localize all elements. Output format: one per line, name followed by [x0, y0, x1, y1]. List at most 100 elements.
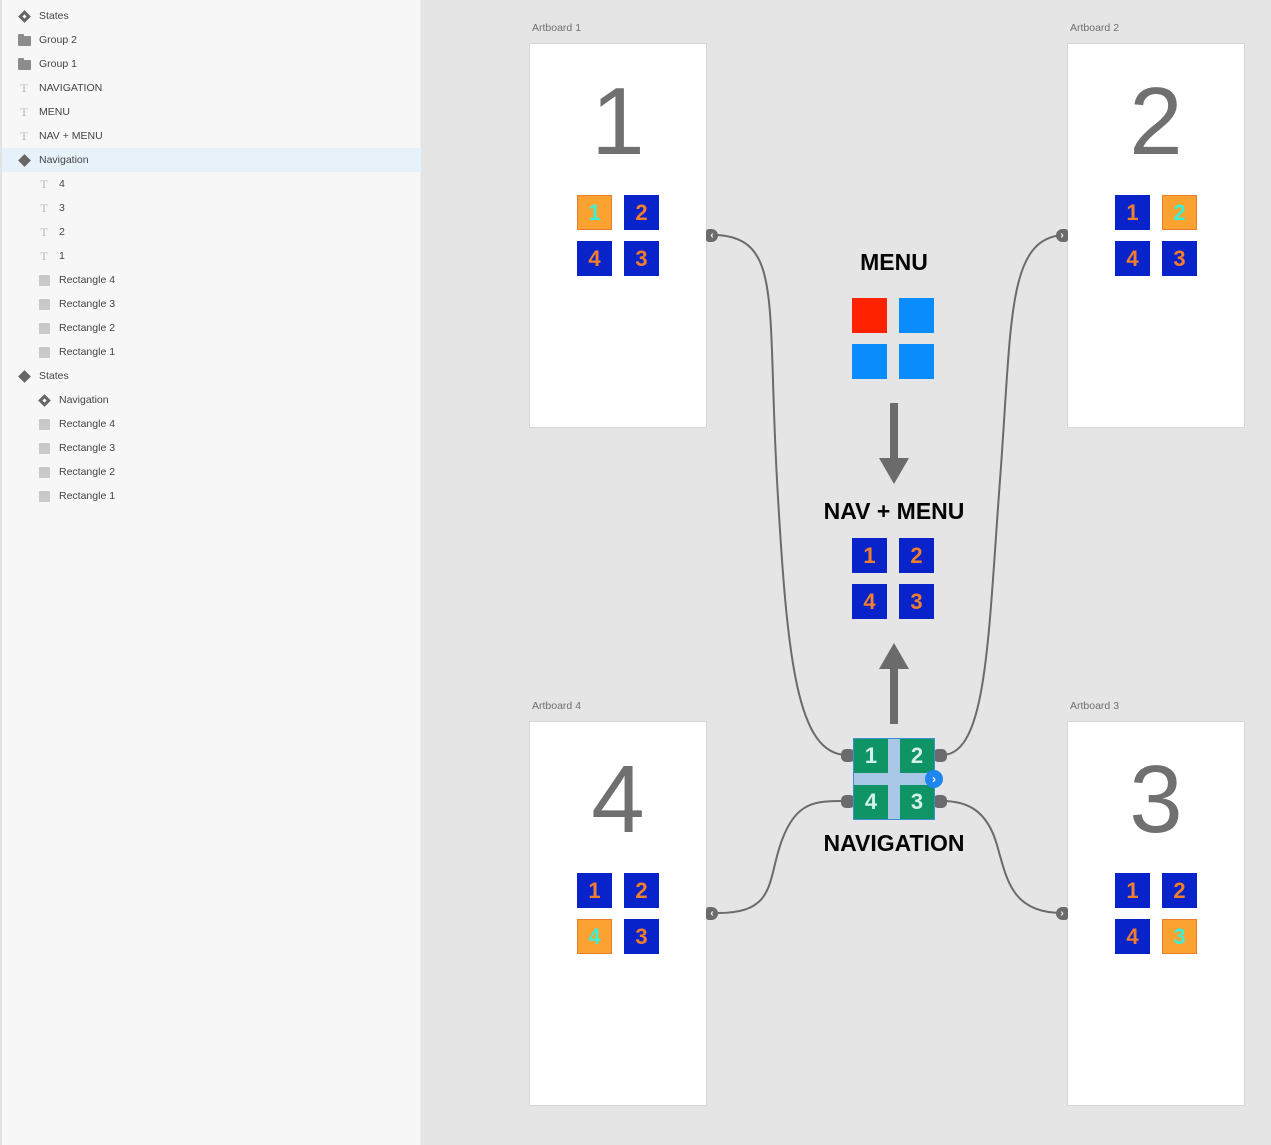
arrow-up-shaft — [890, 668, 898, 724]
layer-label: Rectangle 4 — [59, 274, 116, 286]
nav-tile-3: 3 — [624, 241, 659, 276]
menu-tile-1 — [852, 298, 887, 333]
symbol-outline-icon — [17, 9, 31, 23]
layer-item[interactable]: T NAV + MENU — [2, 124, 421, 148]
artboard-label[interactable]: Artboard 1 — [532, 22, 582, 34]
navigation-tile-1[interactable]: 1 — [854, 739, 888, 773]
text-icon: T — [40, 200, 48, 215]
nav-menu-tile-1: 1 — [852, 538, 887, 573]
layer-label: Rectangle 2 — [59, 466, 116, 478]
hotspot-port-2[interactable] — [933, 749, 947, 762]
chevron-right-icon[interactable]: › — [925, 770, 943, 788]
nav-tile-4: 4 — [577, 241, 612, 276]
text-icon: T — [40, 224, 48, 239]
navigation-component[interactable]: 1 2 4 3 — [853, 738, 935, 820]
artboard-label[interactable]: Artboard 2 — [1070, 22, 1120, 34]
navigation-tile-4[interactable]: 4 — [854, 785, 888, 819]
artboard-label[interactable]: Artboard 3 — [1070, 700, 1120, 712]
chevron-right-icon[interactable]: › — [1056, 229, 1068, 242]
menu-tile-4 — [852, 344, 887, 379]
nav-menu-tile-2: 2 — [899, 538, 934, 573]
folder-icon — [17, 57, 31, 71]
layer-item[interactable]: Navigation — [2, 388, 421, 412]
text-icon: T — [40, 176, 48, 191]
layer-item[interactable]: Rectangle 1 — [2, 340, 421, 364]
layer-item[interactable]: Rectangle 3 — [2, 292, 421, 316]
artboard-label[interactable]: Artboard 4 — [532, 700, 582, 712]
layer-label: NAV + MENU — [39, 130, 103, 142]
nav-tile-3: 3 — [1162, 241, 1197, 276]
artboard-number: 1 — [591, 68, 645, 175]
menu-heading: MENU — [860, 249, 928, 275]
layer-item[interactable]: States — [2, 364, 421, 388]
layer-label: MENU — [39, 106, 70, 118]
chevron-right-icon[interactable]: › — [1056, 907, 1068, 920]
navigation-tile-2[interactable]: 2 — [900, 739, 934, 773]
layer-label: Rectangle 4 — [59, 418, 116, 430]
hotspot-port-1[interactable] — [841, 749, 855, 762]
nav-tile-2: 2 — [624, 873, 659, 908]
layer-item[interactable]: Rectangle 4 — [2, 412, 421, 436]
nav-tile-2: 2 — [1162, 195, 1197, 230]
layer-item[interactable]: States — [2, 4, 421, 28]
layer-item[interactable]: Rectangle 4 — [2, 268, 421, 292]
text-icon: T — [20, 80, 28, 95]
nav-tile-1: 1 — [1115, 195, 1150, 230]
navigation-tile-3[interactable]: 3 — [900, 785, 934, 819]
layer-label: Rectangle 1 — [59, 490, 116, 502]
layer-item[interactable]: Rectangle 3 — [2, 436, 421, 460]
nav-tile-4: 4 — [1115, 241, 1150, 276]
text-icon: T — [20, 128, 28, 143]
wire-to-artboard-1 — [717, 234, 848, 756]
layer-label: 4 — [59, 178, 65, 190]
menu-tile-3 — [899, 344, 934, 379]
nav-menu-tile-3: 3 — [899, 584, 934, 619]
layer-item[interactable]: Rectangle 2 — [2, 460, 421, 484]
layer-label: Rectangle 2 — [59, 322, 116, 334]
layer-label: Rectangle 1 — [59, 346, 116, 358]
rectangle-icon — [37, 417, 51, 431]
chevron-left-icon[interactable]: ‹ — [706, 229, 718, 242]
layer-label: NAVIGATION — [39, 82, 103, 94]
chevron-left-icon[interactable]: ‹ — [706, 907, 718, 920]
nav-menu-heading: NAV + MENU — [823, 498, 965, 524]
layer-item[interactable]: Group 1 — [2, 52, 421, 76]
arrow-up-head — [879, 643, 909, 669]
hotspot-port-3[interactable] — [933, 795, 947, 808]
rectangle-icon — [37, 297, 51, 311]
layer-label: Group 1 — [39, 58, 77, 70]
nav-tile-3: 3 — [1162, 919, 1197, 954]
layer-item[interactable]: Navigation — [2, 148, 421, 172]
rectangle-icon — [37, 273, 51, 287]
wire-to-artboard-2 — [941, 234, 1063, 756]
layer-item[interactable]: Rectangle 2 — [2, 316, 421, 340]
layer-item[interactable]: Group 2 — [2, 28, 421, 52]
symbol-outline-icon — [37, 393, 51, 407]
layer-label: 3 — [59, 202, 65, 214]
layer-item[interactable]: T NAVIGATION — [2, 76, 421, 100]
artboard-number: 2 — [1129, 68, 1183, 175]
layer-label: Group 2 — [39, 34, 77, 46]
hotspot-port-4[interactable] — [841, 795, 855, 808]
component-icon — [17, 153, 31, 167]
arrow-down-shaft — [890, 403, 898, 459]
arrow-down-head — [879, 458, 909, 484]
rectangle-icon — [37, 465, 51, 479]
prototype-wires — [717, 234, 1063, 914]
menu-tile-2 — [899, 298, 934, 333]
nav-tile-1: 1 — [1115, 873, 1150, 908]
layer-item[interactable]: Rectangle 1 — [2, 484, 421, 508]
